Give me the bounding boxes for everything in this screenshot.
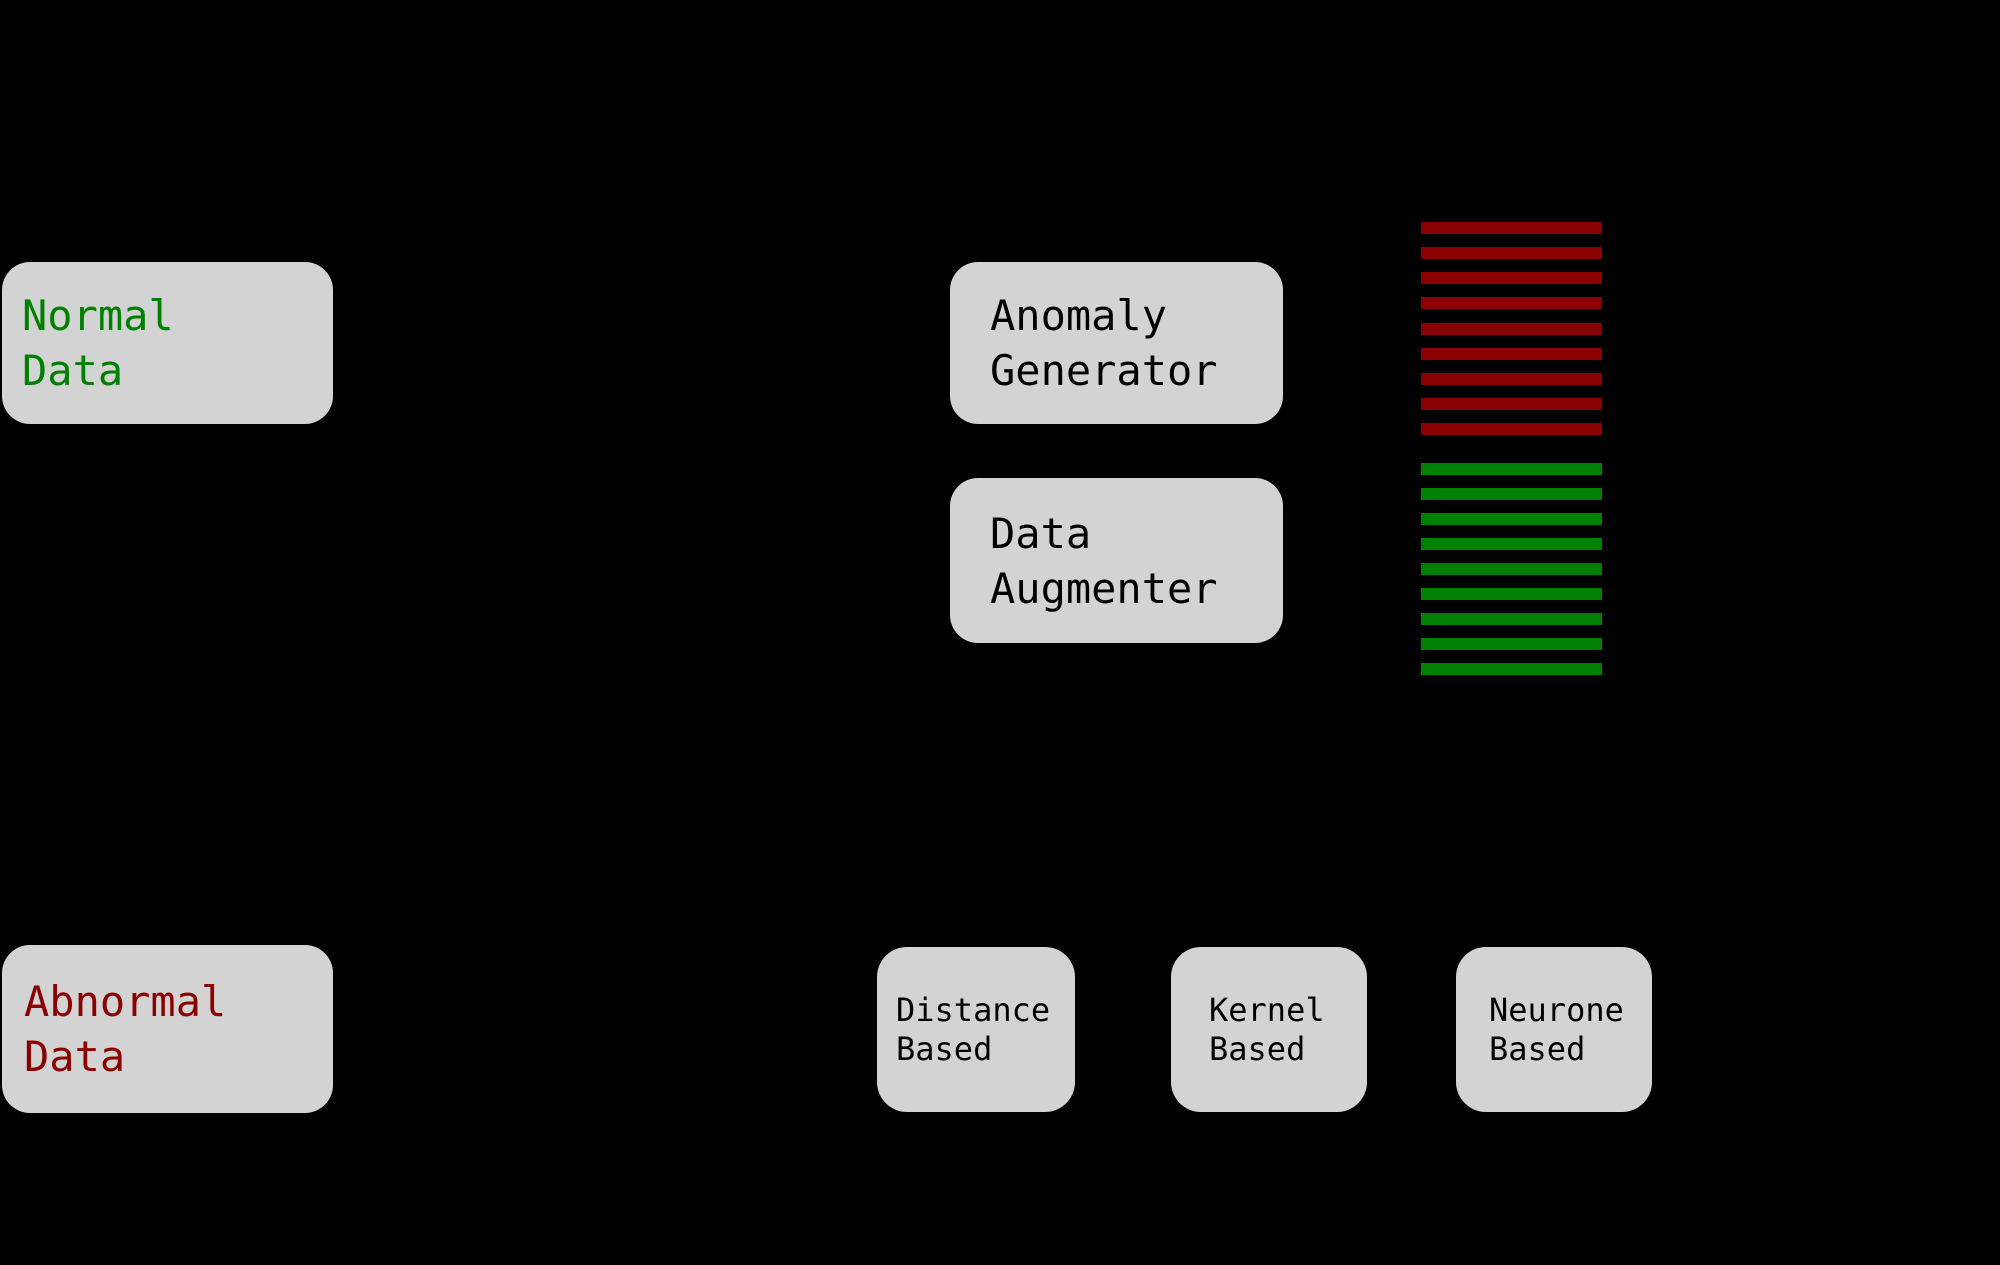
stripe-bar xyxy=(1421,613,1602,625)
node-kernel-based: Kernel Based xyxy=(1171,947,1367,1112)
stripe-bar xyxy=(1421,272,1602,285)
node-anomaly-generator: Anomaly Generator xyxy=(950,262,1283,424)
node-kernel-based-label: Kernel Based xyxy=(1209,990,1325,1068)
node-distance-based-label: Distance Based xyxy=(896,990,1051,1068)
node-normal-data: Normal Data xyxy=(2,262,333,424)
stripe-bar xyxy=(1421,423,1602,435)
node-neurone-based: Neurone Based xyxy=(1456,947,1652,1112)
anomalous-stripes xyxy=(1421,222,1602,435)
node-normal-data-label: Normal Data xyxy=(22,291,174,395)
stripe-bar xyxy=(1421,513,1602,525)
node-data-augmenter-label: Data Augmenter xyxy=(990,508,1218,613)
node-abnormal-data-label: Abnormal Data xyxy=(24,977,227,1081)
augmented-stripes xyxy=(1421,463,1602,675)
stripe-bar xyxy=(1421,322,1602,335)
stripe-bar xyxy=(1421,347,1602,360)
stripe-bar xyxy=(1421,538,1602,550)
node-neurone-based-label: Neurone Based xyxy=(1489,990,1624,1068)
node-abnormal-data: Abnormal Data xyxy=(2,945,333,1113)
stripe-bar xyxy=(1421,488,1602,500)
stripe-bar xyxy=(1421,247,1602,260)
stripe-bar xyxy=(1421,663,1602,675)
stripe-bar xyxy=(1421,463,1602,475)
node-distance-based: Distance Based xyxy=(877,947,1075,1112)
stripe-bar xyxy=(1421,638,1602,650)
stripe-bar xyxy=(1421,563,1602,575)
node-data-augmenter: Data Augmenter xyxy=(950,478,1283,643)
stripe-bar xyxy=(1421,588,1602,600)
stripe-bar xyxy=(1421,297,1602,310)
stripe-bar xyxy=(1421,397,1602,410)
node-anomaly-generator-label: Anomaly Generator xyxy=(990,291,1218,395)
stripe-bar xyxy=(1421,222,1602,234)
stripe-bar xyxy=(1421,372,1602,385)
